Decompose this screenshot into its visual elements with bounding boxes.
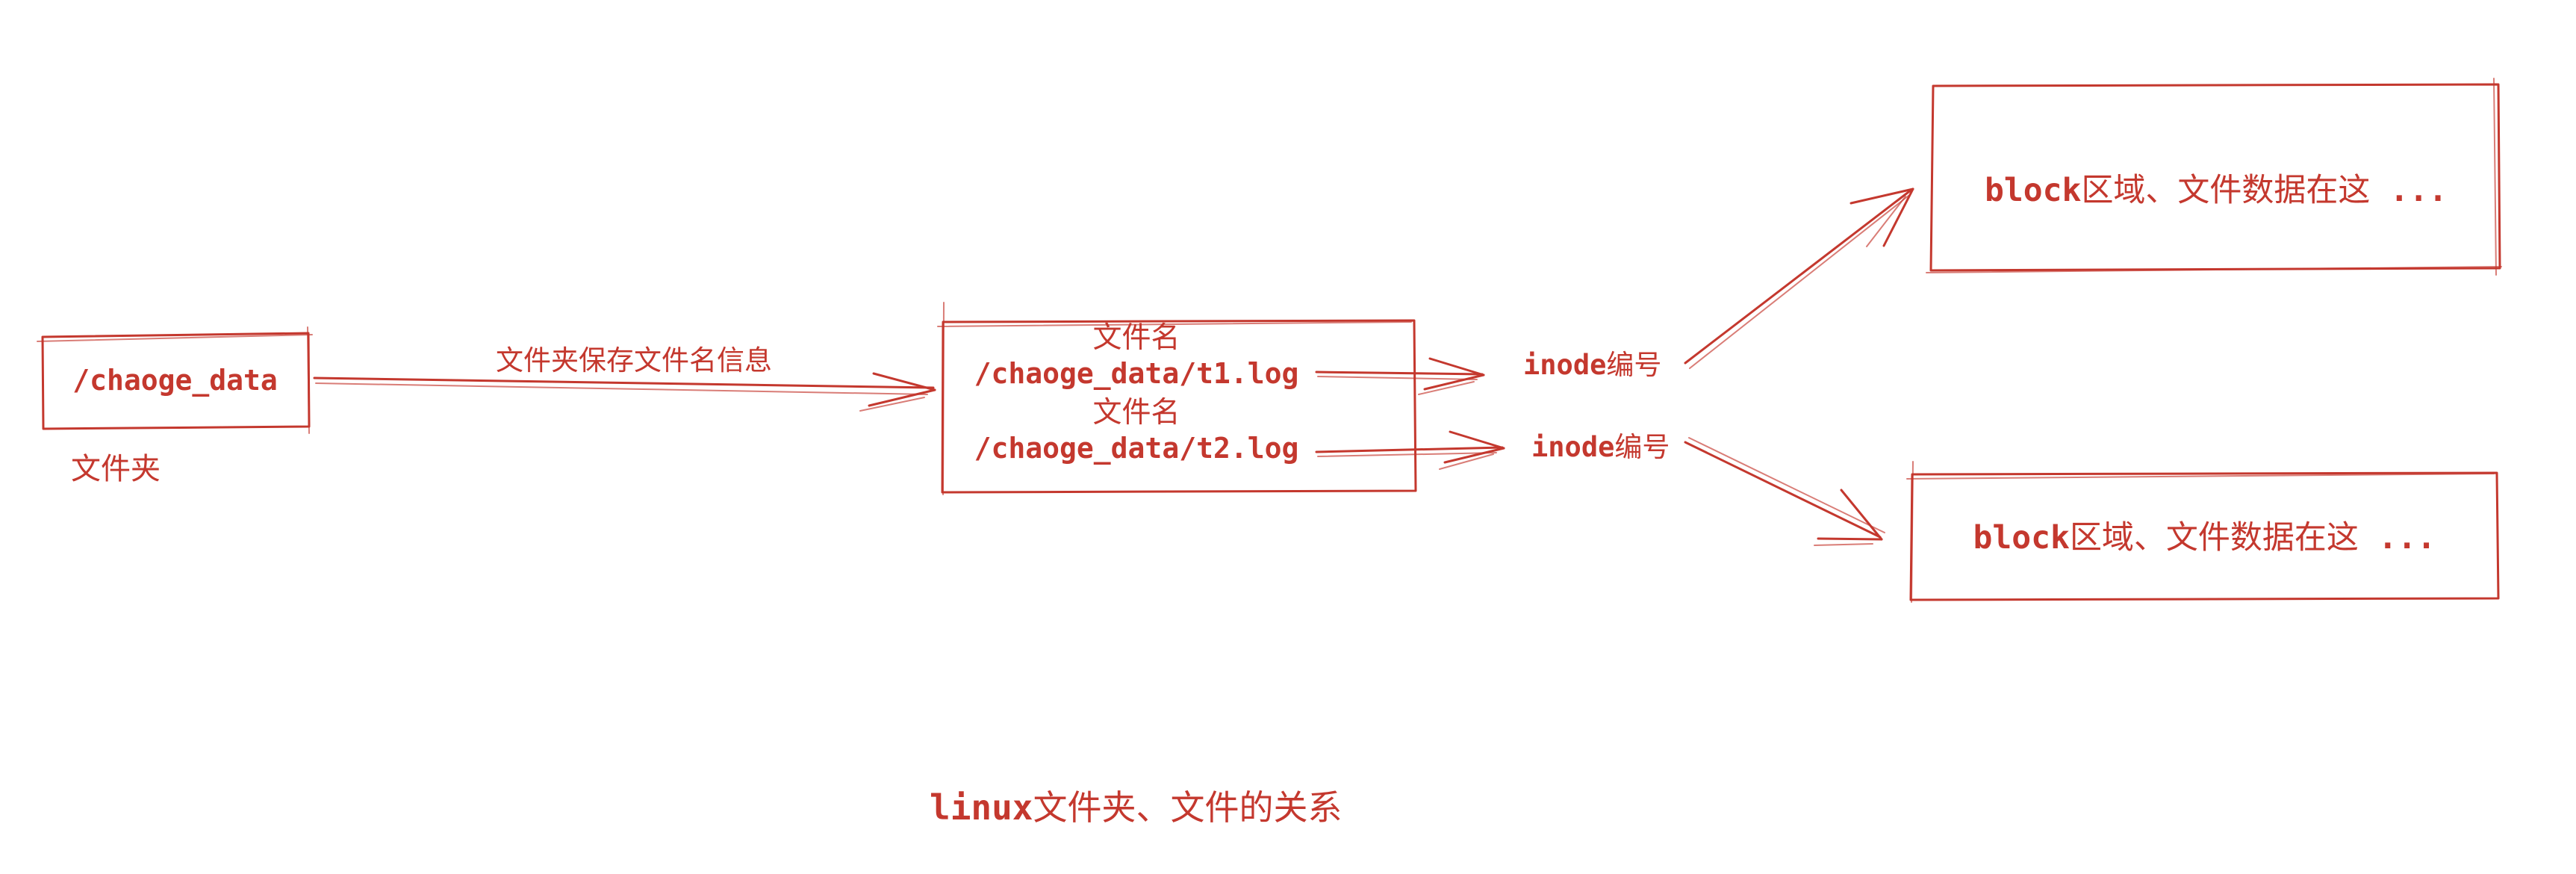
file-row-1-path: /chaoge_data/t1.log xyxy=(974,357,1299,390)
block-top-cjk: 区域、文件数据在这 xyxy=(2081,172,2371,209)
block-box-bottom-sketch-stroke xyxy=(1906,473,2495,480)
block-box-top-sketch-stroke xyxy=(2493,78,2497,276)
inode-label-1-mono: inode xyxy=(1523,349,1607,381)
file-row-1-label: 文件名 xyxy=(1092,321,1180,355)
arrow-inode2-to-block-bottom xyxy=(1684,437,1885,546)
block-bottom-ellipsis: ... xyxy=(2358,519,2436,557)
block-box-bottom-text: block区域、文件数据在这 ... xyxy=(1911,518,2498,557)
diagram-title-cjk: 文件夹、文件的关系 xyxy=(1033,787,1343,828)
inode-label-2-cjk: 编号 xyxy=(1614,431,1670,463)
block-box-top-outline xyxy=(1926,78,2502,276)
diagram-title: linux文件夹、文件的关系 xyxy=(930,787,1342,828)
file-row-2-label: 文件名 xyxy=(1092,396,1180,430)
folder-path-text: /chaoge_data xyxy=(72,364,278,397)
block-bottom-mono: block xyxy=(1973,519,2070,557)
file-row-2-path: /chaoge_data/t2.log xyxy=(974,432,1299,465)
inode-label-1-cjk: 编号 xyxy=(1606,349,1662,381)
arrow-t2-to-inode xyxy=(1315,430,1505,470)
arrow-t1-to-inode xyxy=(1315,357,1485,395)
folder-caption: 文件夹 xyxy=(71,452,161,486)
folder-box-sketch-stroke xyxy=(37,334,313,342)
file-table-outline xyxy=(937,302,1417,495)
block-box-bottom-sketch-stroke xyxy=(1911,461,1914,603)
arrow-inode1-to-block-top xyxy=(1684,187,1914,369)
block-box-top-sketch-stroke xyxy=(1926,266,2502,273)
file-table-sketch-stroke xyxy=(937,321,1412,327)
inode-label-2-mono: inode xyxy=(1531,431,1615,463)
arrow-folder-to-table xyxy=(313,372,936,412)
folder-box-sketch-stroke xyxy=(307,326,310,434)
block-top-ellipsis: ... xyxy=(2370,172,2448,209)
block-box-bottom-outline xyxy=(1906,461,2500,603)
inode-label-2: inode编号 xyxy=(1531,430,1670,465)
block-bottom-cjk: 区域、文件数据在这 xyxy=(2069,519,2359,557)
diagram-title-mono: linux xyxy=(930,787,1033,828)
inode-label-1: inode编号 xyxy=(1523,348,1661,382)
block-box-top-text: block区域、文件数据在这 ... xyxy=(1932,171,2500,210)
folder-arrow-label: 文件夹保存文件名信息 xyxy=(496,344,772,376)
file-table-sketch-stroke xyxy=(942,302,945,495)
folder-box-outline xyxy=(37,326,313,434)
block-top-mono: block xyxy=(1984,172,2082,209)
